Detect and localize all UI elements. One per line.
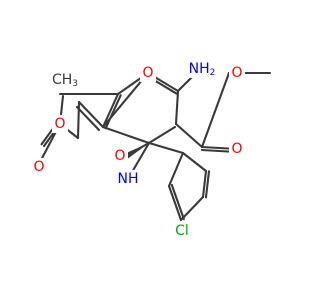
methyl-group-label: CH3: [52, 72, 78, 89]
bond-line: [179, 195, 205, 222]
amino-group-label: NH2: [189, 61, 216, 78]
methyl-group-atom: CH3: [48, 71, 82, 89]
bond-line: [101, 125, 151, 145]
bond-line: [147, 125, 177, 145]
benzene-ring-marker: [176, 172, 200, 196]
lactone-ring-oxygen-atom: O: [52, 115, 68, 133]
lactone-carbonyl-oxygen-atom: O: [31, 158, 47, 176]
chloro-label: Cl: [175, 223, 189, 239]
oxindole-carbonyl-oxygen-atom: O: [112, 147, 128, 165]
lactone-ring-oxygen-label: O: [54, 116, 65, 132]
bond-line: [76, 100, 81, 140]
lactone-carbonyl-oxygen-label: O: [33, 159, 44, 175]
bond-line: [75, 105, 101, 132]
bond-line: [174, 89, 180, 126]
atom-label-layer: O NH2 O O CH3 O O: [31, 60, 245, 240]
ester-carbonyl-oxygen-label: O: [231, 141, 242, 157]
double-bond-line: [170, 183, 185, 221]
double-bond-line: [204, 170, 211, 199]
ester-carbonyl-oxygen-atom: O: [229, 140, 245, 158]
bond-line: [174, 122, 204, 149]
chloro-atom: Cl: [171, 222, 193, 240]
ring-oxygen-top-label: O: [142, 65, 153, 81]
molecule-structure-diagram: O NH2 O O CH3 O O: [31, 60, 272, 240]
bond-line: [181, 151, 208, 173]
ring-oxygen-top-atom: O: [140, 64, 156, 82]
ester-ether-oxygen-atom: O: [229, 64, 245, 82]
bond-line: [167, 151, 185, 188]
amino-group-atom: NH2: [184, 60, 220, 78]
bond-line: [201, 169, 208, 199]
nh-group-atom: NH: [116, 170, 140, 188]
bond-line: [77, 100, 105, 129]
stereo-wedge-bond: [124, 143, 149, 160]
double-bond-line: [104, 94, 122, 130]
bond-line: [147, 141, 185, 155]
nh-group-label: NH: [118, 171, 139, 187]
bond-line: [101, 92, 120, 129]
bond-line: [200, 71, 231, 149]
ester-ether-oxygen-label: O: [231, 65, 242, 81]
oxindole-carbonyl-oxygen-label: O: [114, 148, 125, 164]
bond-line: [167, 184, 183, 222]
